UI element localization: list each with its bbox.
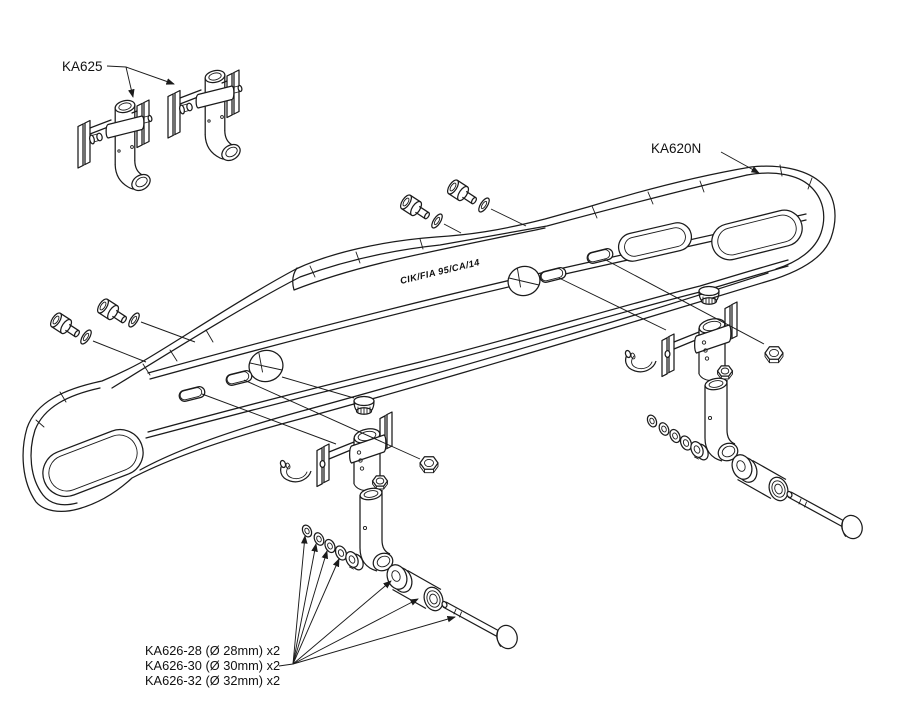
ka625-label: KA625	[62, 59, 103, 74]
bumper-hand-cutout	[616, 220, 694, 264]
assembly-alignment-lines	[93, 209, 764, 459]
ka625-leader-line	[107, 66, 175, 98]
washer-upper-2	[476, 195, 492, 215]
ka626-size-line-1: KA626-28 (Ø 28mm) x2	[145, 643, 280, 658]
ka626-size-line-3: KA626-32 (Ø 32mm) x2	[145, 673, 280, 688]
bumper-mount-hole	[246, 347, 287, 386]
bumper-right-end-cutout	[708, 206, 806, 263]
ka626-fan-lines	[279, 535, 456, 666]
bolt-upper-2	[444, 177, 481, 209]
ka620n-label: KA620N	[651, 141, 701, 156]
bumper-mount-hole	[505, 263, 543, 299]
ka626-size-line-2: KA626-30 (Ø 30mm) x2	[145, 658, 280, 673]
bolt-upper-1	[397, 192, 434, 224]
bolt-left-1	[94, 296, 131, 328]
washer-left-1	[126, 310, 142, 330]
washer-upper-1	[429, 211, 445, 231]
ka625-clamp-assembly-1	[77, 97, 154, 195]
bolt-left-2	[47, 310, 84, 342]
front-bumper-bar: CIK/FIA 95/CA/14	[23, 165, 835, 511]
bumper-left-end-cutout	[36, 423, 150, 503]
washer-left-2	[78, 327, 94, 347]
ka625-clamp-assembly-2	[167, 67, 244, 165]
ka620n-leader-line	[721, 152, 760, 174]
ka626-size-list: KA626-28 (Ø 28mm) x2 KA626-30 (Ø 30mm) x…	[145, 643, 280, 688]
mount-assembly-right	[623, 285, 867, 543]
